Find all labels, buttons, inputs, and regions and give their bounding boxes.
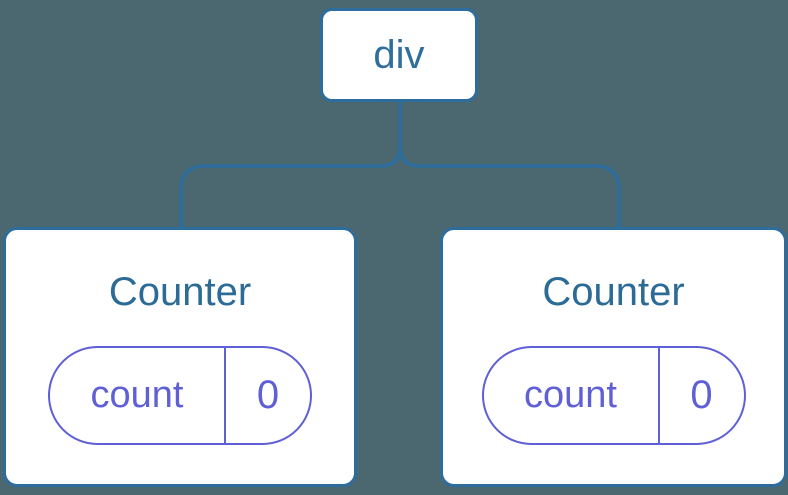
counter-right-title: Counter [542,270,685,314]
connector-right-branch [398,101,621,229]
state-value: 0 [657,348,744,443]
state-key: count [90,374,184,416]
counter-left-title: Counter [108,270,252,314]
state-key: count [524,374,617,416]
counter-node-left: Counter count 0 [3,227,357,487]
counter-right-state-pill: count 0 [481,346,746,445]
root-node-div: div [320,8,478,102]
counter-left-state-pill: count 0 [48,346,312,445]
connector-left-branch [179,101,402,229]
root-node-label: div [373,32,425,77]
counter-node-right: Counter count 0 [440,227,787,487]
state-value: 0 [224,348,310,443]
